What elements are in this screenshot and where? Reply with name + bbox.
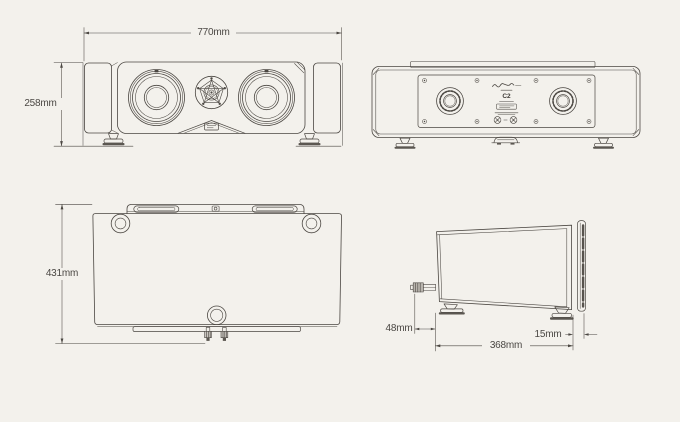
binding-posts-top — [204, 327, 229, 341]
rear-frame-inner — [375, 69, 637, 135]
rear-nameplate-model: C2 — [502, 93, 511, 100]
front-baffle — [117, 61, 306, 134]
baffle-corner-detail — [294, 62, 305, 74]
frame-corner-chamfers — [372, 68, 640, 136]
side-view — [410, 220, 598, 352]
grille-panel — [577, 220, 586, 312]
rear-top-lip — [410, 61, 596, 68]
terminal-depth-dimension-lines — [414, 293, 436, 352]
rear-center-bracket — [491, 136, 521, 145]
front-width-dimension-label: 770mm — [191, 27, 236, 39]
tweeter — [194, 75, 229, 110]
grille-gap-dimension-lines — [565, 313, 598, 339]
rear-frame-outer — [371, 66, 641, 138]
port-right — [549, 87, 577, 115]
terminal-left — [493, 116, 502, 124]
woofer-top-right — [251, 205, 298, 213]
panel-screws — [422, 78, 592, 124]
binding-post-side — [410, 282, 436, 293]
front-view — [53, 27, 343, 147]
terminal-depth-dimension-label: 48mm — [384, 323, 414, 335]
side-foot-front — [550, 306, 574, 320]
front-baffle-strip — [126, 204, 305, 214]
rear-recessed-panel — [417, 74, 596, 128]
brand-script-logo — [492, 83, 515, 88]
woofer-left — [128, 69, 185, 126]
front-foot-left — [102, 133, 125, 146]
foot-top-left — [110, 213, 131, 234]
tweeter-top — [211, 205, 220, 212]
cabinet-side-left — [84, 62, 112, 134]
woofer-right — [238, 69, 295, 126]
side-foot-rear — [438, 303, 465, 315]
rear-lip-top — [132, 326, 301, 332]
front-height-dimension-label: 258mm — [18, 98, 63, 110]
front-foot-right — [298, 133, 321, 146]
rear-foot-right — [593, 137, 614, 149]
port-left — [436, 87, 464, 115]
front-logo-badge — [177, 120, 246, 134]
top-outline — [92, 213, 342, 325]
foot-top-right — [301, 213, 322, 234]
grille-gap-dimension-label: 15mm — [533, 329, 563, 341]
cabinet-side-right — [313, 62, 341, 134]
top-view — [55, 204, 342, 344]
side-outline — [436, 224, 572, 310]
rear-foot-left — [394, 137, 416, 149]
woofer-top-left — [133, 205, 180, 213]
cabinet-depth-dimension-label: 368mm — [482, 340, 530, 352]
rear-nameplate — [492, 83, 522, 124]
top-depth-dimension-label: 431mm — [40, 268, 84, 280]
rear-view — [371, 61, 641, 149]
terminal-right — [509, 116, 518, 124]
rear-port-top — [206, 305, 227, 326]
